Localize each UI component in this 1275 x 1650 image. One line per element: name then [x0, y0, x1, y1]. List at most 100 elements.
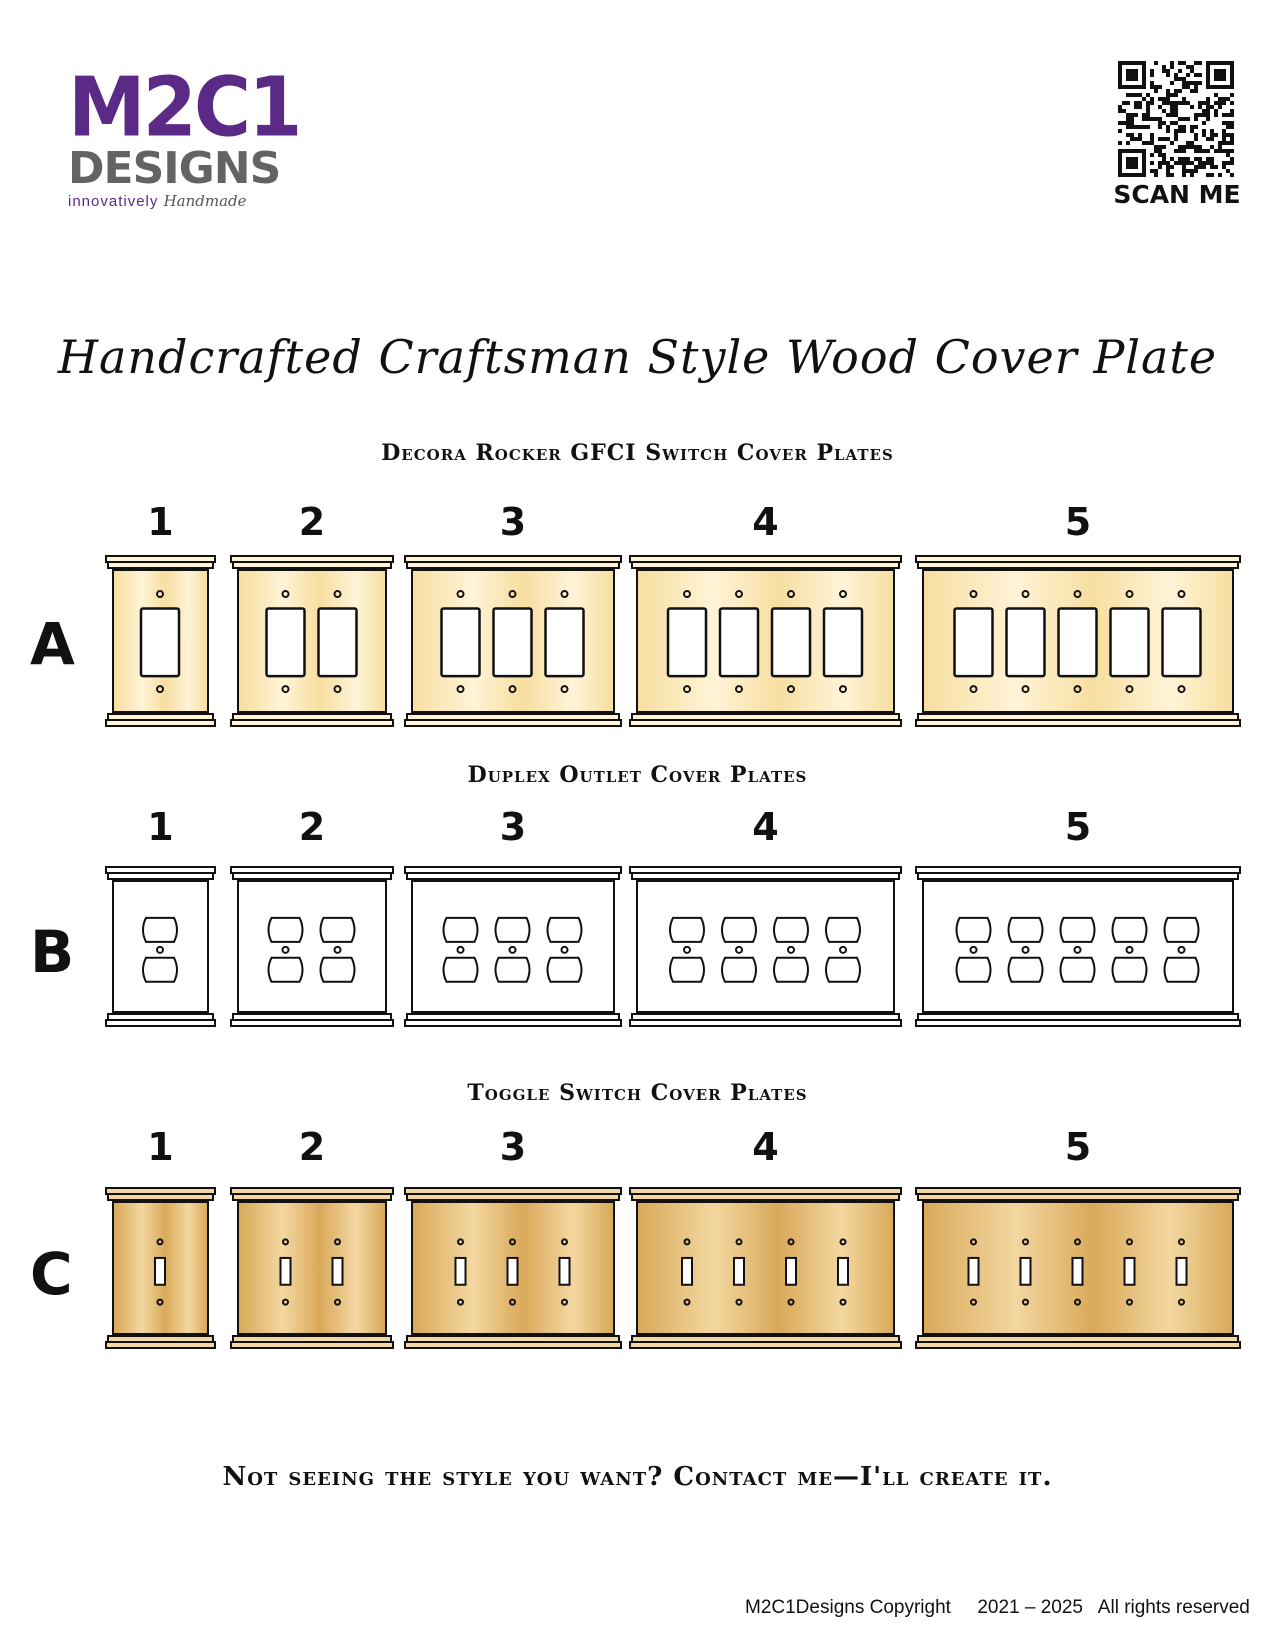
plate-molding — [917, 713, 1239, 719]
qr-code-icon[interactable] — [1117, 61, 1235, 177]
plate-molding — [105, 555, 216, 563]
gang-number: 5 — [1064, 805, 1092, 849]
plate-molding — [406, 1335, 620, 1341]
gang-number: 1 — [147, 500, 174, 544]
cover-plate-duplex-3[interactable] — [404, 866, 622, 1027]
plate-molding — [232, 1335, 392, 1341]
plate-molding — [629, 1019, 902, 1027]
plate-molding — [232, 563, 392, 569]
plate-molding — [105, 866, 216, 874]
cover-plate-toggle-5[interactable] — [915, 1187, 1241, 1349]
cover-plate-decora-5[interactable] — [915, 555, 1241, 727]
plate-body — [237, 1201, 387, 1335]
plate-body — [636, 1201, 895, 1335]
plate-molding — [406, 874, 620, 880]
gang-number: 1 — [147, 805, 174, 849]
cover-plate-decora-1[interactable] — [105, 555, 216, 727]
plate-molding — [404, 555, 622, 563]
logo-m2c1: M2C1 — [68, 60, 302, 156]
plate-molding — [915, 719, 1241, 727]
cover-plate-duplex-4[interactable] — [629, 866, 902, 1027]
gang-number: 2 — [298, 500, 326, 544]
plate-molding — [230, 1341, 394, 1349]
plate-molding — [230, 1187, 394, 1195]
plate-molding — [406, 713, 620, 719]
cover-plate-toggle-1[interactable] — [105, 1187, 216, 1349]
page-title: Handcrafted Craftsman Style Wood Cover P… — [57, 330, 1218, 384]
gang-number: 4 — [752, 500, 779, 544]
plate-molding — [404, 866, 622, 874]
section-heading: Toggle Switch Cover Plates — [467, 1080, 808, 1106]
logo-tagline: innovatively Handmade — [68, 192, 288, 210]
cover-plate-toggle-4[interactable] — [629, 1187, 902, 1349]
plate-molding — [631, 563, 900, 569]
plate-molding — [105, 1187, 216, 1195]
row-letter: A — [30, 610, 75, 678]
plate-molding — [631, 1195, 900, 1201]
plate-molding — [917, 563, 1239, 569]
plate-body — [922, 1201, 1234, 1335]
plate-molding — [406, 563, 620, 569]
cover-plate-toggle-3[interactable] — [404, 1187, 622, 1349]
contact-call-to-action: Not seeing the style you want? Contact m… — [222, 1462, 1053, 1492]
gang-number: 4 — [752, 1125, 779, 1169]
plate-molding — [629, 1341, 902, 1349]
plate-body — [922, 569, 1234, 713]
plate-molding — [629, 1187, 902, 1195]
footer-rights: All rights reserved — [1097, 1597, 1250, 1618]
plate-body — [636, 880, 895, 1013]
plate-molding — [406, 1195, 620, 1201]
plate-molding — [404, 1187, 622, 1195]
plate-molding — [107, 1013, 214, 1019]
plate-molding — [631, 1335, 900, 1341]
plate-molding — [107, 874, 214, 880]
plate-molding — [629, 866, 902, 874]
plate-body — [922, 880, 1234, 1013]
cover-plate-toggle-2[interactable] — [230, 1187, 394, 1349]
plate-molding — [107, 563, 214, 569]
brand-logo: M2C1 DESIGNS innovatively Handmade — [68, 60, 302, 210]
plate-molding — [917, 1013, 1239, 1019]
plate-body — [237, 880, 387, 1013]
cover-plate-duplex-5[interactable] — [915, 866, 1241, 1027]
gang-number: 1 — [147, 1125, 174, 1169]
cover-plate-duplex-2[interactable] — [230, 866, 394, 1027]
gang-number: 2 — [298, 805, 326, 849]
plate-molding — [917, 1335, 1239, 1341]
plate-molding — [232, 713, 392, 719]
plate-molding — [404, 719, 622, 727]
row-letter: B — [30, 918, 75, 986]
plate-molding — [631, 1013, 900, 1019]
scan-me-label: SCAN ME — [1113, 180, 1241, 209]
plate-body — [237, 569, 387, 713]
row-letter: C — [30, 1240, 73, 1308]
plate-molding — [917, 1195, 1239, 1201]
plate-body — [411, 569, 615, 713]
gang-number: 5 — [1064, 1125, 1092, 1169]
cover-plate-decora-3[interactable] — [404, 555, 622, 727]
plate-molding — [232, 874, 392, 880]
plate-molding — [107, 713, 214, 719]
gang-number: 2 — [298, 1125, 326, 1169]
footer-years: 2021 – 2025 — [977, 1597, 1083, 1618]
cover-plate-duplex-1[interactable] — [105, 866, 216, 1027]
cover-plate-decora-2[interactable] — [230, 555, 394, 727]
tagline-text: innovatively — [68, 193, 159, 210]
plate-molding — [107, 1335, 214, 1341]
plate-molding — [631, 713, 900, 719]
gang-number: 3 — [499, 500, 527, 544]
section-heading: Decora Rocker GFCI Switch Cover Plates — [381, 440, 894, 466]
plate-body — [112, 1201, 209, 1335]
plate-body — [636, 569, 895, 713]
plate-molding — [917, 874, 1239, 880]
plate-molding — [105, 719, 216, 727]
plate-molding — [915, 1341, 1241, 1349]
plate-molding — [629, 555, 902, 563]
plate-molding — [915, 1187, 1241, 1195]
gang-number: 3 — [499, 805, 527, 849]
cover-plate-decora-4[interactable] — [629, 555, 902, 727]
plate-body — [411, 880, 615, 1013]
plate-molding — [232, 1013, 392, 1019]
plate-molding — [230, 719, 394, 727]
plate-molding — [915, 1019, 1241, 1027]
